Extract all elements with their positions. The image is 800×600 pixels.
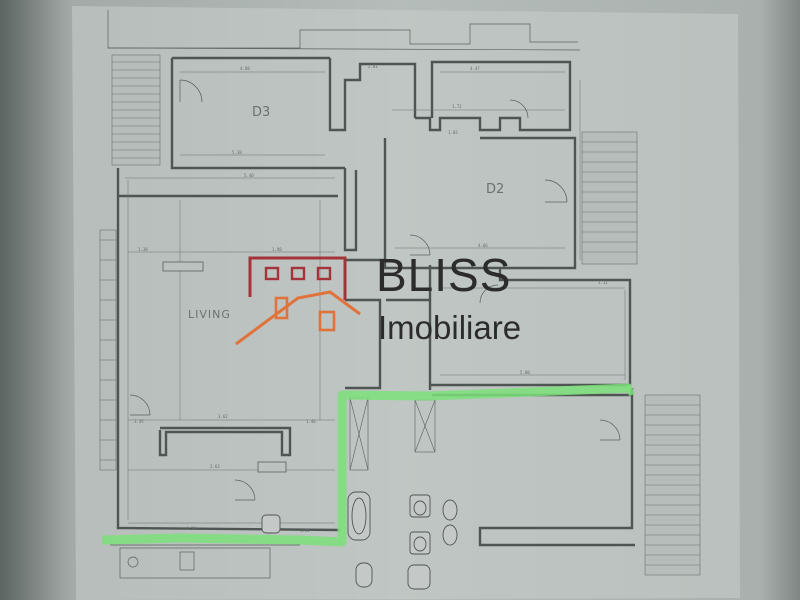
dim-living-mid: 1.38	[138, 247, 148, 252]
dim-top-mid: 2.01	[368, 64, 378, 69]
room-label-living: LIVING	[188, 308, 231, 321]
door-swings	[129, 79, 621, 501]
balcony-top-left	[111, 54, 161, 166]
dim-kitchen-left: 1.35	[134, 419, 144, 424]
dim-living-right: 1.98	[272, 247, 282, 252]
service-shafts	[349, 397, 436, 471]
dim-d3-width: 4.68	[240, 66, 250, 71]
dim-top-small: 4.47	[470, 66, 480, 71]
dim-bath: 1.72	[452, 104, 462, 109]
dim-bottom-left: 4.30	[186, 526, 196, 531]
dim-d2-top: 1.02	[448, 130, 458, 135]
balcony-bottom-right	[644, 394, 701, 576]
dim-d2-bottom: 4.66	[478, 243, 488, 248]
dim-d3-bottom: 5.38	[232, 150, 242, 155]
dim-bottom-right: 1.65	[300, 528, 310, 533]
logo-name: BLISS	[376, 249, 512, 301]
balcony-right	[581, 131, 638, 265]
logo-tagline: Imobiliare	[378, 309, 522, 346]
dim-kitchen-right: 1.46	[306, 419, 316, 424]
balcony-left	[99, 229, 117, 471]
bottom-left-fixtures	[110, 544, 300, 579]
kitchen-island	[162, 261, 287, 473]
dim-corridor: 5.00	[520, 370, 530, 375]
dim-kitchen-top: 3.62	[218, 414, 228, 419]
dim-living-top: 5.40	[244, 173, 254, 178]
room-label-d2: D2	[486, 182, 504, 197]
room-label-d3: D3	[252, 105, 270, 120]
dimension-labels: 4.68 5.38 5.40 1.38 1.98 4.66 1.02 5.00 …	[134, 64, 608, 533]
dimension-lines	[125, 71, 626, 524]
bliss-imobiliare-logo: BLISS Imobiliare	[236, 250, 576, 350]
building-outline-top	[107, 10, 581, 51]
bathroom-fixtures	[261, 491, 458, 590]
paper-sheet	[72, 6, 740, 600]
dim-kitchen-mid: 2.63	[210, 464, 220, 469]
dim-right: 1.12	[598, 280, 608, 285]
highlighted-boundary	[101, 383, 635, 547]
bliss-logo-house	[235, 256, 361, 346]
